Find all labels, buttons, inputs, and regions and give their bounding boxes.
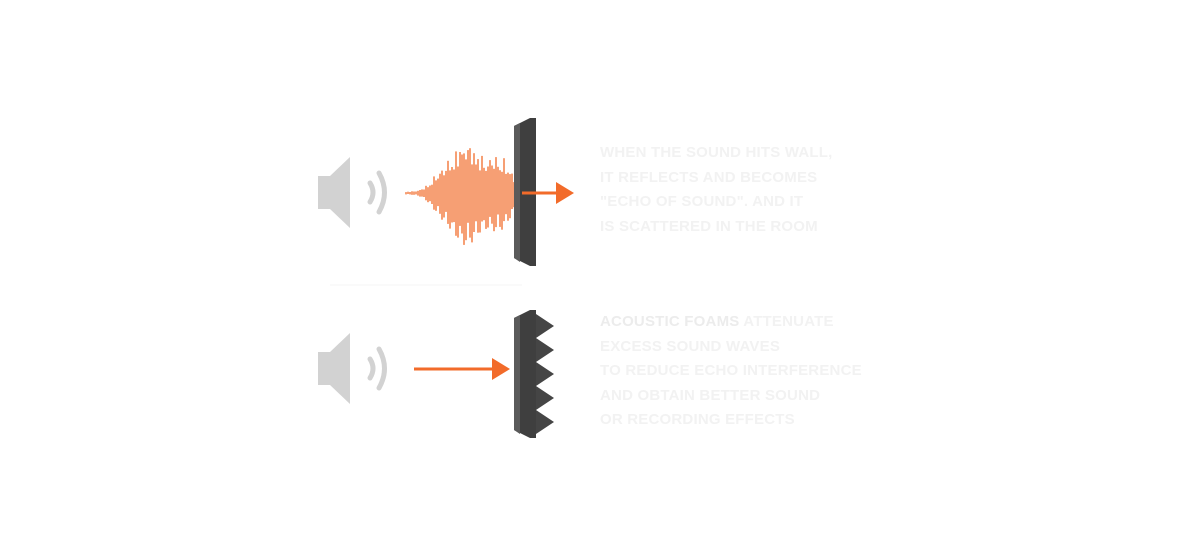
caption-line: IT REFLECTS AND BECOMES xyxy=(600,168,818,186)
foam-spike xyxy=(536,338,554,362)
speaker-icon-top xyxy=(318,157,387,228)
sound-wave-icon xyxy=(405,148,529,245)
speaker-wave-large-icon xyxy=(376,346,387,391)
acoustic-foam-wall-icon xyxy=(514,310,554,438)
caption-line: IS SCATTERED IN THE ROOM xyxy=(600,217,818,235)
caption-line-rest: ATTENUATE xyxy=(739,313,834,330)
foam-spike xyxy=(536,362,554,386)
foam-spike xyxy=(536,314,554,338)
absorption-caption: ACOUSTIC FOAMS ATTENUATE EXCESS SOUND WA… xyxy=(600,310,862,433)
speaker-wave-small-icon xyxy=(367,180,376,205)
caption-line: WHEN THE SOUND HITS WALL, xyxy=(600,144,833,161)
speaker-icon xyxy=(318,333,350,404)
arrow-right-icon xyxy=(522,182,574,204)
speaker-icon xyxy=(318,157,350,228)
caption-highlight: ACOUSTIC FOAMS xyxy=(600,313,740,330)
caption-line: OR RECORDING EFFECTS xyxy=(600,411,795,428)
speaker-wave-small-icon xyxy=(367,356,376,381)
speaker-icon-bottom xyxy=(318,333,387,404)
foam-spike xyxy=(536,410,554,434)
caption-line: EXCESS SOUND WAVES xyxy=(600,337,781,355)
speaker-wave-large-icon xyxy=(376,170,387,215)
caption-line: TO REDUCE ECHO INTERFERENCE xyxy=(600,362,862,379)
caption-line: AND OBTAIN BETTER SOUND xyxy=(600,386,821,404)
foam-spike xyxy=(536,386,554,410)
arrow-right-icon xyxy=(414,358,510,380)
caption-line: ACOUSTIC FOAMS ATTENUATE xyxy=(600,310,862,335)
caption-line: "ECHO OF SOUND". AND IT xyxy=(600,193,804,210)
reflection-caption: WHEN THE SOUND HITS WALL, IT REFLECTS AN… xyxy=(600,141,833,239)
